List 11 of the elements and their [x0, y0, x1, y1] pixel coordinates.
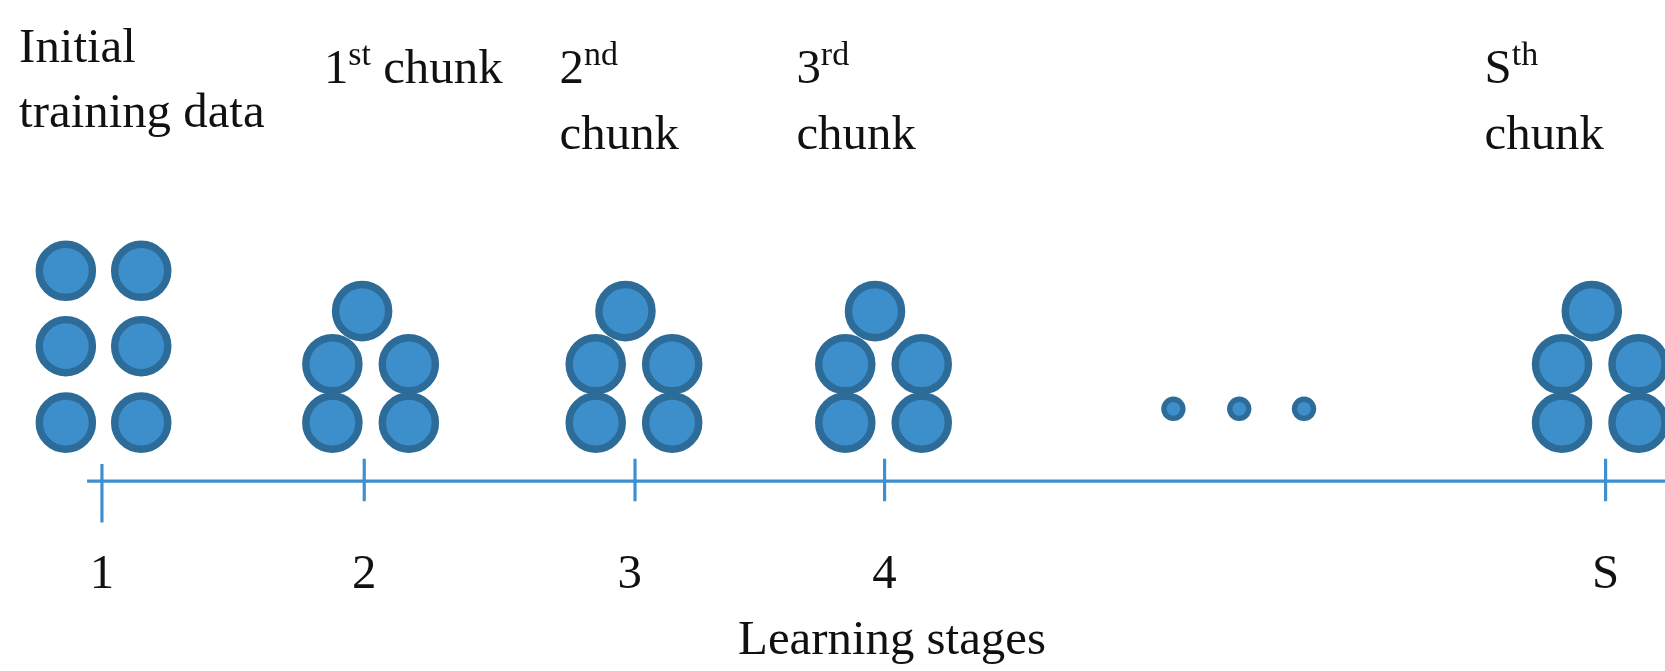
axis-title: Learning stages [737, 609, 1047, 667]
stage-label: Initial training data [19, 17, 266, 141]
tick-label: 4 [871, 543, 898, 601]
stage-label: 1$^{st}$ chunk [323, 34, 504, 96]
tick-label: 3 [616, 543, 643, 601]
stage-label: 3$^{rd}$ chunk [796, 34, 917, 162]
tick-label: S [1591, 543, 1621, 601]
tick-label: 1 [88, 543, 116, 601]
stage-label: S$^{th}$ chunk [1484, 34, 1605, 162]
stage-label: 2$^{nd}$ chunk [559, 34, 680, 162]
tick-label: 2 [351, 543, 378, 601]
